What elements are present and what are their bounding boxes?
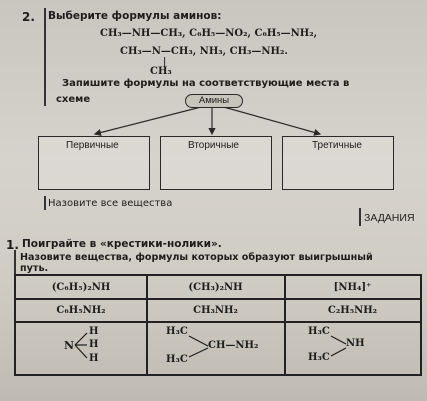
grid-vline-2 [284, 276, 286, 374]
cell-r3c3-bonds [330, 335, 347, 357]
grid-hline-2 [16, 321, 420, 323]
task1-title: Поиграйте в «крестики-нолики». [22, 238, 222, 250]
task2-instruction-line1: Запишите формулы на соответствующие мест… [62, 78, 350, 89]
margin-rule-task1 [14, 250, 16, 274]
task2-number: 2. [22, 10, 35, 24]
scheme-box-secondary [160, 136, 272, 190]
scheme-box-tertiary-label: Третичные [312, 140, 362, 151]
task2-instruction-line2: схеме [56, 94, 91, 105]
cell-r2c3: C₂H₅NH₂ [327, 304, 378, 316]
cell-r1c2: (CH₃)₂NH [188, 281, 243, 293]
scheme-box-secondary-label: Вторичные [188, 140, 239, 151]
cell-r3c2-bot: H₃C [166, 354, 188, 365]
task2-branch-bond: | [163, 57, 167, 67]
cell-r3c1-h3: H [89, 353, 99, 364]
cell-r3c1-h2: H [89, 339, 99, 350]
cell-r3c3-nh: NH [346, 338, 365, 349]
grid-hline-1 [16, 298, 420, 300]
cell-r2c2: CH₃NH₂ [193, 304, 238, 316]
task1-instruction-line2: путь. [20, 263, 49, 274]
task1-number: 1. [6, 238, 19, 252]
cell-r3c1-bonds [74, 332, 88, 359]
cell-r3c2-top: H₃C [166, 326, 188, 337]
tic-tac-toe-grid: (C₆H₅)₂NH (CH₃)₂NH [NH₄]⁺ C₆H₅NH₂ CH₃NH₂… [14, 274, 422, 376]
cell-r3c3-top: H₃C [308, 326, 330, 337]
scheme-root-label: Амины [198, 95, 230, 106]
task2-formula-line2: CH₃—N—CH₃, NH₃, CH₃—NH₂. [120, 46, 288, 57]
scheme-root [185, 94, 243, 108]
task2-title: Выберите формулы аминов: [48, 10, 222, 22]
scheme-box-tertiary [282, 136, 394, 190]
margin-rule-bottom [44, 196, 46, 210]
grid-vline-1 [146, 276, 148, 374]
section-label: ЗАДАНИЯ [364, 212, 415, 224]
task2-footer: Назовите все вещества [48, 198, 173, 209]
cell-r3c3-bot: H₃C [308, 352, 330, 363]
task2-formula-branch: CH₃ [150, 66, 172, 77]
cell-r3c1-h1: H [89, 326, 99, 337]
cell-r3c1-n: N [64, 339, 75, 352]
task1-instruction-line1: Назовите вещества, формулы которых образ… [20, 252, 373, 263]
margin-rule-mid [44, 92, 46, 106]
cell-r3c2-mid: CH—NH₂ [208, 340, 259, 351]
cell-r1c1: (C₆H₅)₂NH [51, 281, 111, 293]
scheme-box-primary [38, 136, 150, 190]
margin-rule-top [44, 8, 46, 94]
task2-formula-line1: CH₃—NH—CH₃, C₆H₅—NO₂, C₆H₅—NH₂, [100, 28, 318, 39]
cell-r1c3: [NH₄]⁺ [333, 281, 372, 293]
cell-r3c2-bonds [188, 335, 209, 358]
scheme-box-primary-label: Первичные [66, 140, 119, 151]
cell-r2c1: C₆H₅NH₂ [56, 304, 106, 316]
margin-rule-section [359, 208, 361, 226]
